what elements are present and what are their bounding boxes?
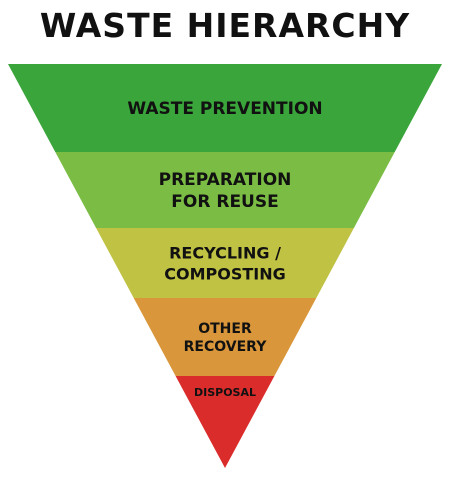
tier-disposal <box>175 376 275 468</box>
tier-label-preparation-for-reuse: FOR REUSE <box>171 192 278 212</box>
tier-label-preparation-for-reuse: PREPARATION <box>159 170 292 190</box>
tier-label-other-recovery: RECOVERY <box>184 339 268 355</box>
tier-label-other-recovery: OTHER <box>198 321 252 337</box>
tier-label-waste-prevention: WASTE PREVENTION <box>127 99 322 119</box>
page-title: WASTE HIERARCHY <box>39 6 411 45</box>
tier-recycling-composting <box>96 228 354 298</box>
tier-preparation-for-reuse <box>55 152 395 228</box>
tier-label-recycling-composting: RECYCLING / <box>169 243 281 262</box>
tier-label-disposal: DISPOSAL <box>194 386 256 399</box>
tier-waste-prevention <box>8 64 442 152</box>
tier-other-recovery <box>133 298 317 376</box>
tier-label-recycling-composting: COMPOSTING <box>164 264 286 283</box>
